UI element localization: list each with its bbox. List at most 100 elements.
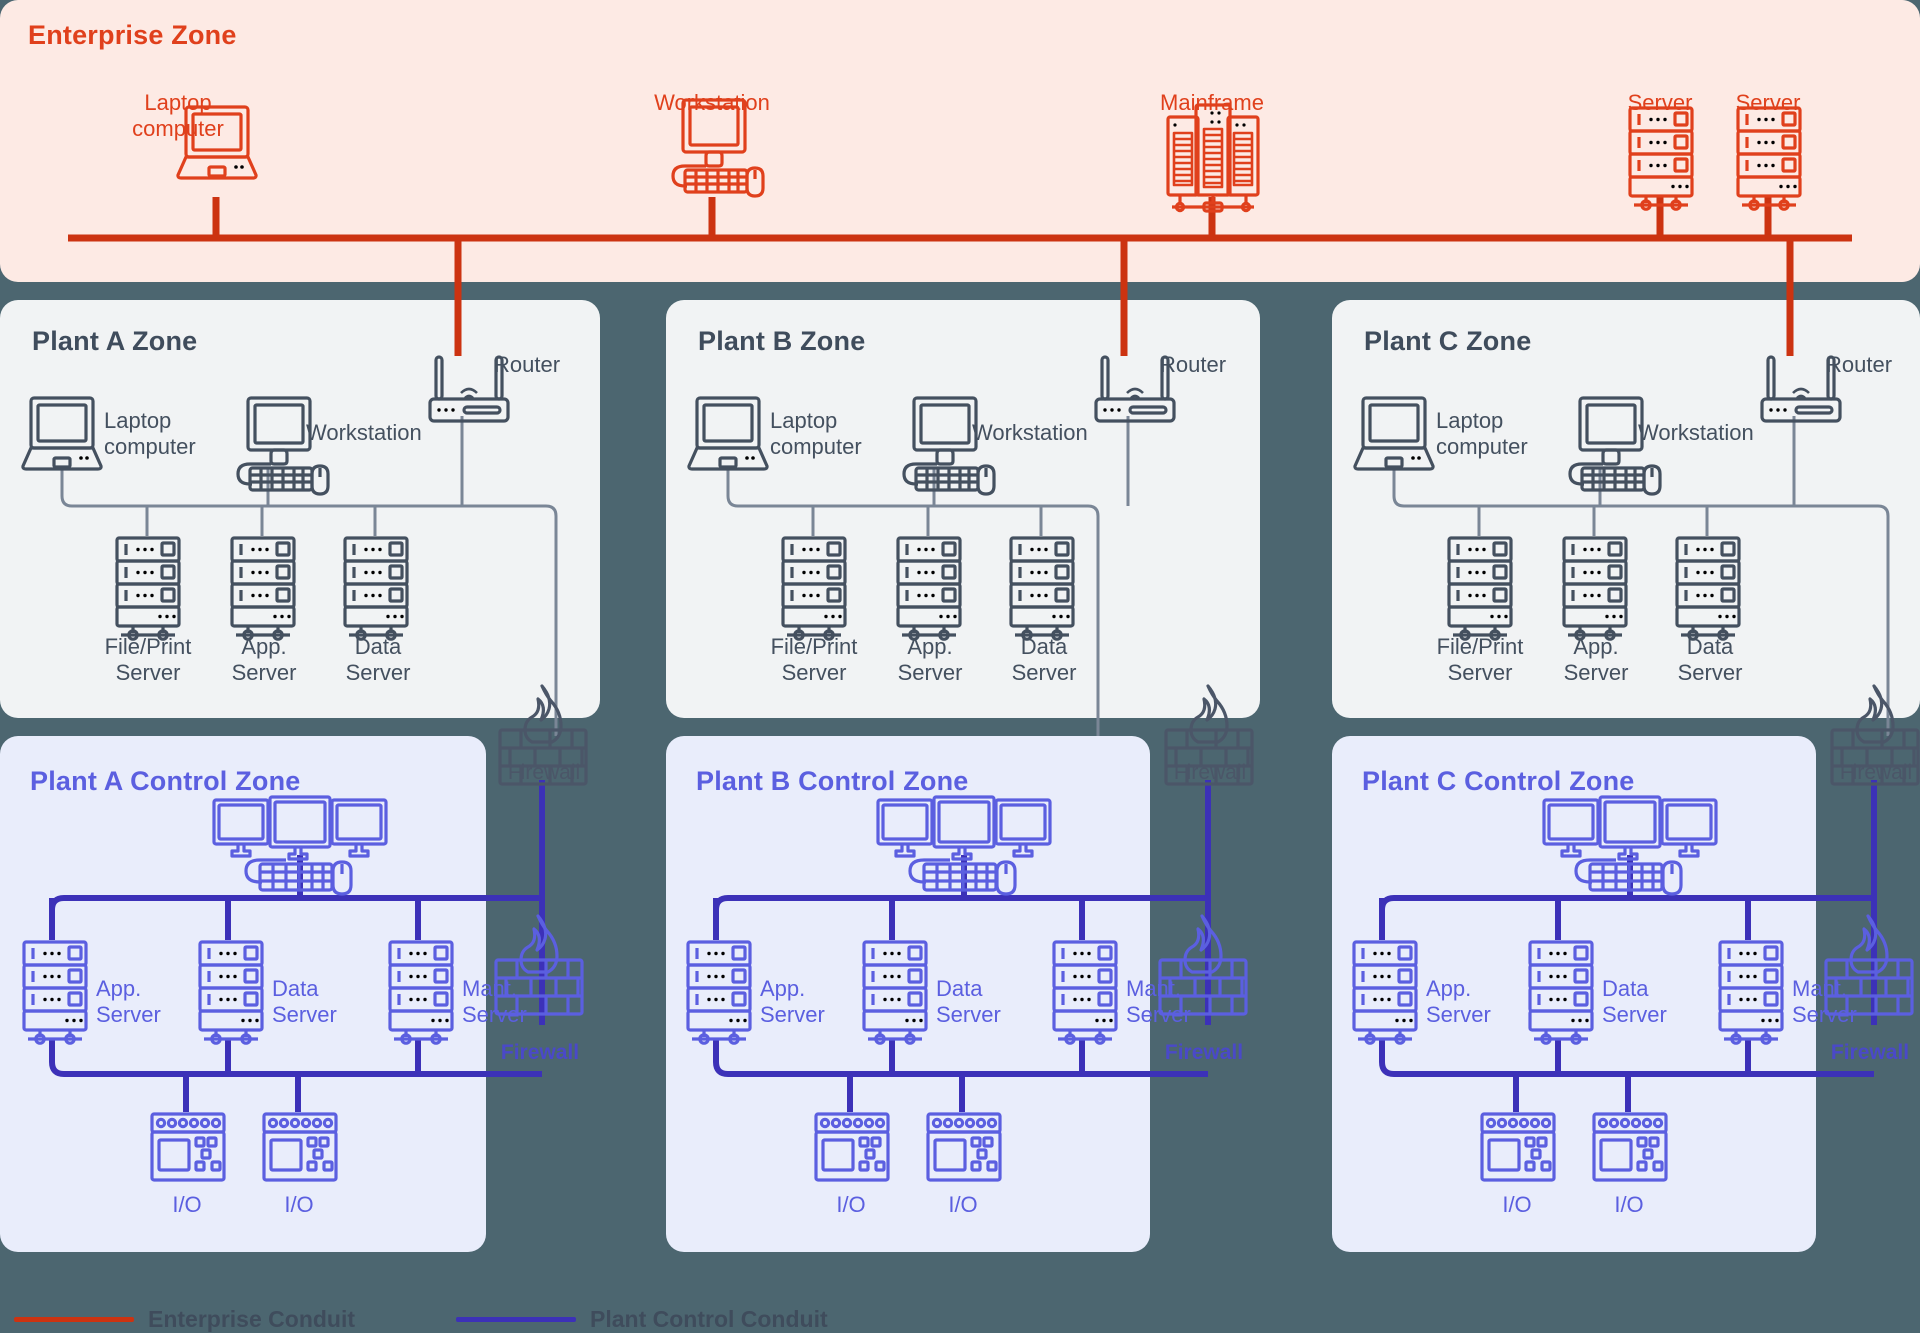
ctrl-a-io-label: I/O xyxy=(172,1192,202,1217)
enterprise-node-label: Workstation xyxy=(654,90,770,115)
ctrl-a-io-label: I/O xyxy=(284,1192,314,1217)
server-icon xyxy=(686,940,752,1045)
plant-c-laptop-label: Laptop computer xyxy=(1436,408,1528,459)
plant-b-laptop-label: Laptop computer xyxy=(770,408,862,459)
plant-b-firewall-label: Firewall xyxy=(1173,761,1247,784)
plant-b-router-label: Router xyxy=(1160,352,1227,377)
plant-b-workstation-label: Workstation xyxy=(972,420,1088,445)
plant-a-zone-title: Plant A Zone xyxy=(32,326,198,356)
ctrl-c-io-label: I/O xyxy=(1614,1192,1644,1217)
plant-b-server-label: App. Server xyxy=(897,634,963,685)
legend-label-control: Plant Control Conduit xyxy=(590,1306,828,1332)
plant-b-server-label: Data Server xyxy=(1011,634,1077,685)
plant-b-control-zone-title: Plant B Control Zone xyxy=(696,766,969,796)
server-icon xyxy=(1718,940,1784,1045)
io-module-icon xyxy=(1592,1112,1668,1182)
ctrl-a-firewall-label: Firewall xyxy=(500,1041,580,1064)
server-icon xyxy=(781,536,847,641)
server-icon xyxy=(1009,536,1075,641)
server-icon xyxy=(230,536,296,641)
plant-a-zone-panel xyxy=(0,300,600,718)
server-icon xyxy=(896,536,962,641)
server-icon xyxy=(1352,940,1418,1045)
ctrl-c-server-label: Data Server xyxy=(1602,976,1667,1027)
enterprise-zone-title: Enterprise Zone xyxy=(28,20,237,50)
laptop-icon xyxy=(21,396,103,471)
plant-a-server-label: App. Server xyxy=(231,634,297,685)
plant-a-laptop-label: Laptop computer xyxy=(104,408,196,459)
server-icon xyxy=(22,940,88,1045)
workstation-icon xyxy=(902,396,996,496)
ctrl-a-server-label: Data Server xyxy=(272,976,337,1027)
enterprise-node-label: Server xyxy=(1627,90,1693,115)
ctrl-c-server-label: App. Server xyxy=(1426,976,1491,1027)
ctrl-c-firewall-label: Firewall xyxy=(1830,1041,1910,1064)
ctrl-b-server-label: App. Server xyxy=(760,976,825,1027)
plant-b-zone-title: Plant B Zone xyxy=(698,326,866,356)
ctrl-b-io-label: I/O xyxy=(948,1192,978,1217)
server-icon xyxy=(1736,106,1802,211)
plant-c-server-label: Data Server xyxy=(1677,634,1743,685)
ctrl-c-server-label: Mant. Server xyxy=(1792,976,1857,1027)
server-icon xyxy=(1447,536,1513,641)
workstation-icon xyxy=(236,396,330,496)
plant-c-server-label: File/Print Server xyxy=(1436,634,1524,685)
enterprise-node-label: Laptop computer xyxy=(132,90,224,141)
plant-b-server-label: File/Print Server xyxy=(770,634,858,685)
ctrl-b-lower-bus xyxy=(713,1040,1208,1077)
ctrl-c-io-label: I/O xyxy=(1502,1192,1532,1217)
io-module-icon xyxy=(150,1112,226,1182)
legend-swatch-enterprise xyxy=(14,1317,134,1322)
plant-a-control-zone-title: Plant A Control Zone xyxy=(30,766,301,796)
server-icon xyxy=(1675,536,1741,641)
hmi-console-icon xyxy=(876,795,1052,896)
hmi-console-icon xyxy=(212,795,388,896)
legend-label-enterprise: Enterprise Conduit xyxy=(148,1306,356,1332)
ctrl-a-lower-bus xyxy=(49,1040,542,1077)
plant-a-server-label: Data Server xyxy=(345,634,411,685)
server-icon xyxy=(1528,940,1594,1045)
legend: Enterprise Conduit Plant Control Conduit xyxy=(0,1292,1920,1332)
server-icon xyxy=(388,940,454,1045)
plant-c-control-zone-title: Plant C Control Zone xyxy=(1362,766,1635,796)
legend-item-control: Plant Control Conduit xyxy=(456,1306,828,1333)
plant-a-server-label: File/Print Server xyxy=(104,634,192,685)
plant-c-firewall-label: Firewall xyxy=(1839,761,1913,784)
ctrl-a-server-label: Mant. Server xyxy=(462,976,527,1027)
server-icon xyxy=(862,940,928,1045)
server-icon xyxy=(115,536,181,641)
plant-c-bus xyxy=(1392,468,1890,736)
enterprise-node-label: Server xyxy=(1735,90,1801,115)
ctrl-b-server-label: Data Server xyxy=(936,976,1001,1027)
laptop-icon xyxy=(687,396,769,471)
legend-item-enterprise: Enterprise Conduit xyxy=(14,1306,355,1333)
ctrl-c-lower-bus xyxy=(1379,1040,1874,1077)
plant-c-workstation-label: Workstation xyxy=(1638,420,1754,445)
laptop-icon xyxy=(1353,396,1435,471)
ctrl-b-upper-bus xyxy=(713,895,1208,920)
ctrl-b-io-label: I/O xyxy=(836,1192,866,1217)
plant-c-router-label: Router xyxy=(1826,352,1893,377)
ctrl-b-server-label: Mant. Server xyxy=(1126,976,1191,1027)
legend-swatch-control xyxy=(456,1317,576,1322)
mainframe-icon xyxy=(1166,103,1260,213)
plant-a-router-label: Router xyxy=(494,352,561,377)
hmi-console-icon xyxy=(1542,795,1718,896)
server-icon xyxy=(1052,940,1118,1045)
server-icon xyxy=(1628,106,1694,211)
plant-a-workstation-label: Workstation xyxy=(306,420,422,445)
io-module-icon xyxy=(814,1112,890,1182)
plant-a-firewall-label: Firewall xyxy=(507,761,581,784)
io-module-icon xyxy=(262,1112,338,1182)
ctrl-a-server-label: App. Server xyxy=(96,976,161,1027)
enterprise-node-label: Mainframe xyxy=(1160,90,1264,115)
server-icon xyxy=(198,940,264,1045)
io-module-icon xyxy=(926,1112,1002,1182)
server-icon xyxy=(1562,536,1628,641)
plant-c-server-label: App. Server xyxy=(1563,634,1629,685)
ctrl-c-upper-bus xyxy=(1379,895,1874,920)
plant-c-zone-panel xyxy=(1332,300,1920,718)
io-module-icon xyxy=(1480,1112,1556,1182)
